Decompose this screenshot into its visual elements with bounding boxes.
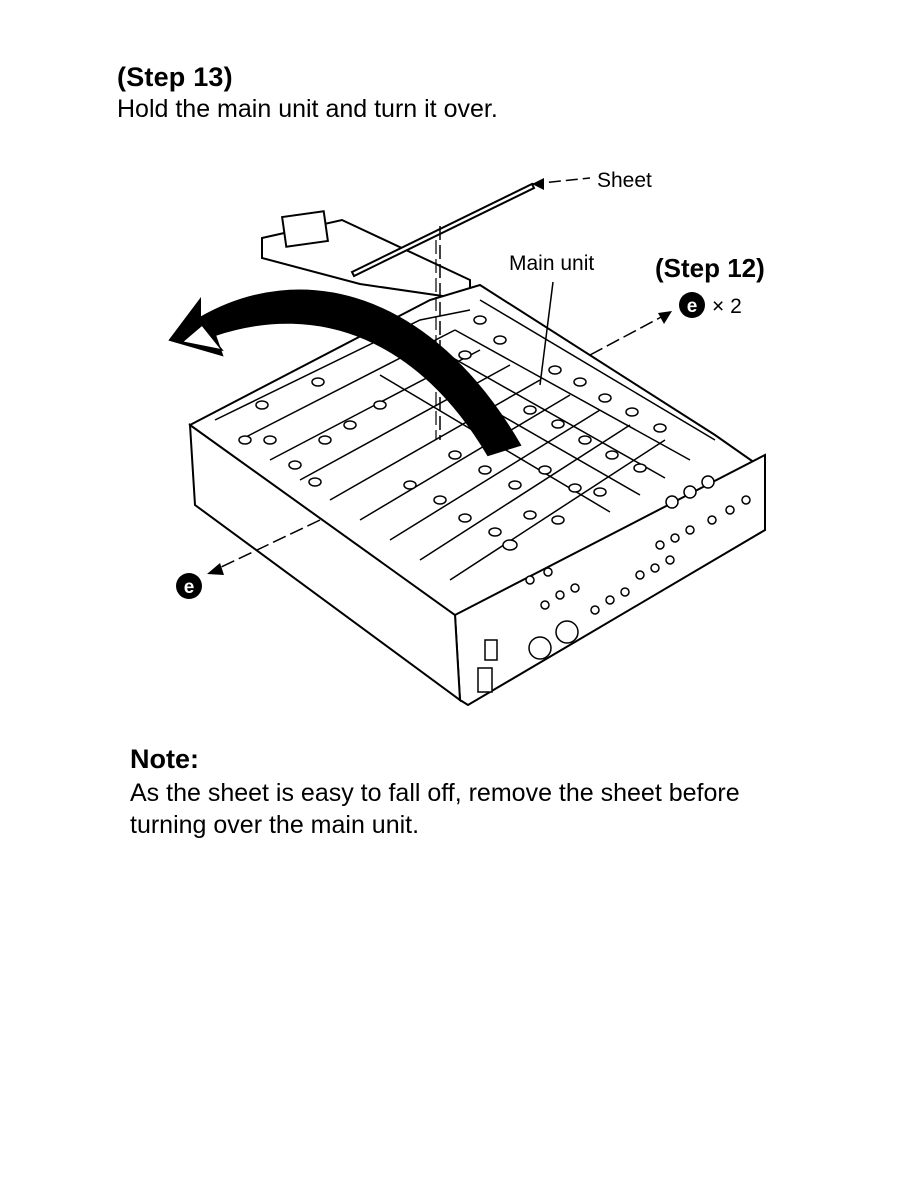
turn-over-arrow-icon: [168, 289, 522, 457]
screw-count-label: × 2: [712, 295, 742, 318]
sheet-strip: [350, 177, 591, 440]
note-text: As the sheet is easy to fall off, remove…: [130, 779, 740, 839]
main-unit-label: Main unit: [509, 252, 594, 275]
main-unit-leader: [539, 281, 554, 386]
screw-e-icon: e: [176, 573, 202, 599]
prev-step-label: (Step 12): [655, 253, 765, 283]
svg-text:e: e: [687, 296, 698, 317]
step-title: (Step 13): [117, 62, 233, 92]
fader-knobs: [238, 315, 667, 551]
front-panel-jacks: [477, 475, 751, 693]
step-instruction: Hold the main unit and turn it over.: [117, 95, 498, 123]
rear-board: [261, 210, 471, 302]
main-unit-body: [188, 283, 766, 707]
svg-text:e: e: [184, 577, 195, 598]
disassembly-diagram: e e Sheet Main unit (Step 12) × 2: [168, 169, 766, 707]
sheet-label: Sheet: [597, 169, 652, 192]
screw-e-icon: e: [679, 292, 705, 318]
note-title: Note:: [130, 744, 199, 774]
screw-leaders: [207, 311, 672, 575]
